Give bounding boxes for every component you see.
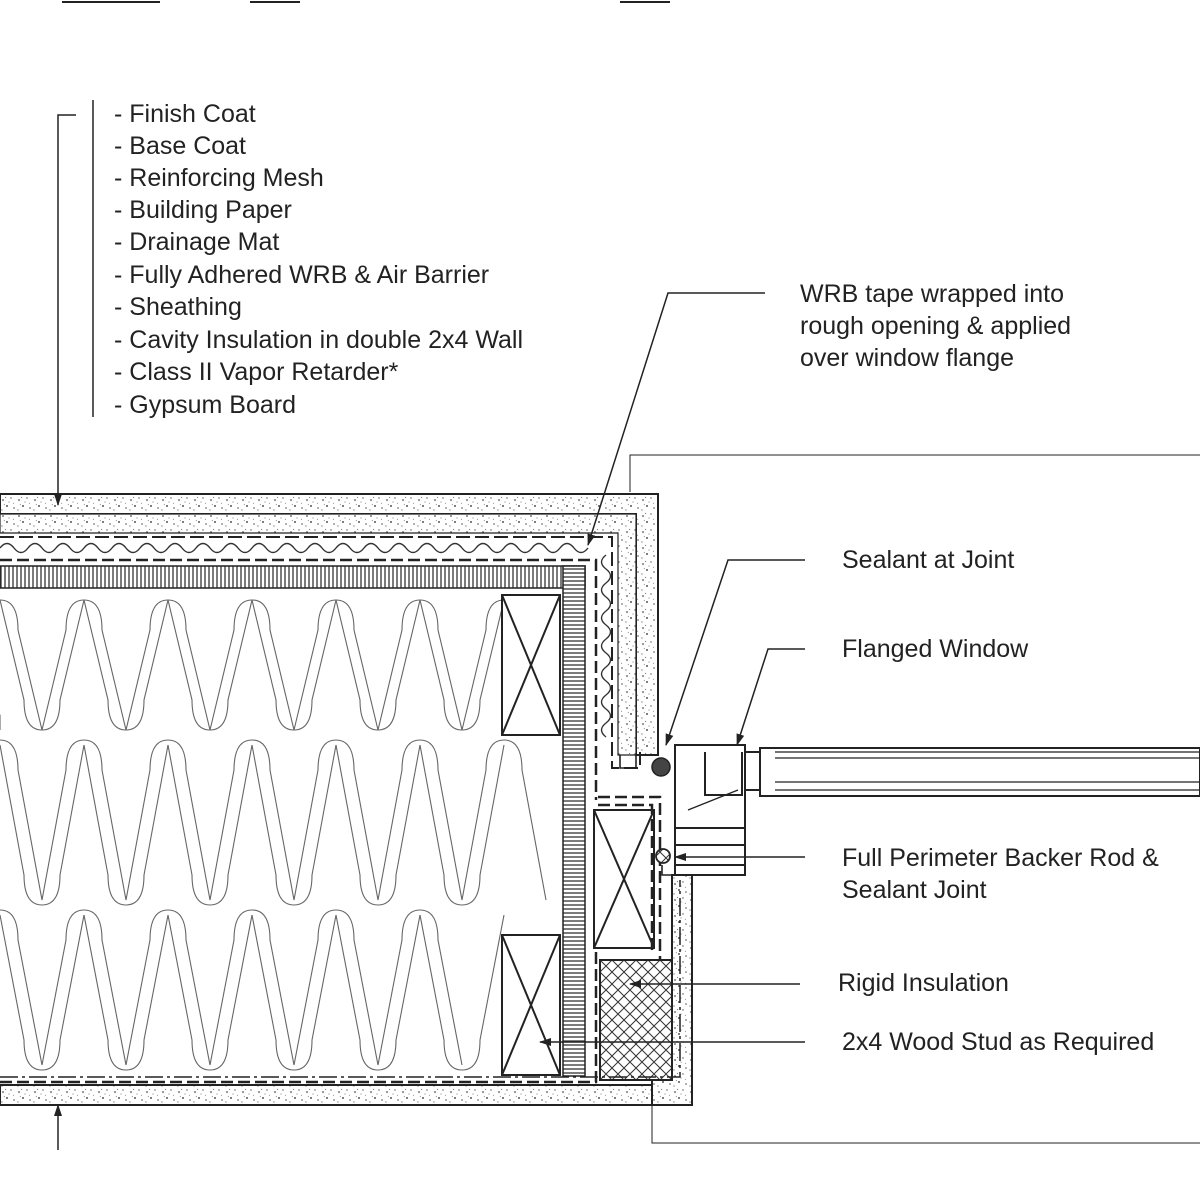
layer-item: - Fully Adhered WRB & Air Barrier — [114, 261, 489, 289]
layer-list: - Finish Coat - Base Coat - Reinforcing … — [114, 100, 523, 419]
sheathing-right — [562, 565, 586, 1077]
sill-wrb-tape — [598, 795, 662, 960]
layer-item: - Reinforcing Mesh — [114, 164, 324, 192]
layer-item: - Drainage Mat — [114, 228, 279, 256]
layer-item: - Base Coat — [114, 132, 246, 160]
callout-wrb-tape-line: over window flange — [800, 344, 1014, 372]
callout-wrb-tape-line: rough opening & applied — [800, 312, 1071, 340]
layer-item: - Gypsum Board — [114, 391, 296, 419]
vapor-retarder — [0, 880, 681, 1078]
callout-wrb-tape-line: WRB tape wrapped into — [800, 280, 1064, 308]
wrb-air-barrier — [0, 558, 598, 1084]
callout-backer-rod: Full Perimeter Backer Rod & Sealant Join… — [842, 844, 1159, 904]
flanged-window — [674, 744, 1200, 876]
callout-wrb-tape: WRB tape wrapped into rough opening & ap… — [800, 280, 1071, 372]
drainage-mat — [0, 542, 612, 738]
gypsum-board-bottom — [0, 1084, 653, 1106]
callout-wood-stud: 2x4 Wood Stud as Required — [842, 1028, 1154, 1056]
sealant-bead — [651, 757, 671, 777]
layer-item: - Class II Vapor Retarder* — [114, 358, 399, 386]
wall-stud-upper — [501, 594, 561, 736]
layer-item: - Cavity Insulation in double 2x4 Wall — [114, 326, 523, 354]
callout-sealant-joint: Sealant at Joint — [842, 546, 1014, 574]
cavity-insulation — [0, 599, 547, 1071]
callout-backer-rod-line: Full Perimeter Backer Rod & — [842, 844, 1159, 872]
layer-item: - Building Paper — [114, 196, 292, 224]
callout-backer-rod-line: Sealant Joint — [842, 876, 987, 904]
wall-assembly — [0, 493, 693, 1106]
callout-flanged-window: Flanged Window — [842, 635, 1029, 663]
stucco-inner-band — [0, 513, 637, 756]
wall-stud-lower — [501, 934, 561, 1076]
layer-item: - Finish Coat — [114, 100, 256, 128]
layer-item: - Sheathing — [114, 293, 242, 321]
callout-rigid-insulation: Rigid Insulation — [838, 969, 1009, 997]
sheathing-top — [0, 565, 586, 589]
rigid-insulation — [599, 959, 673, 1081]
backer-rod — [655, 848, 671, 864]
leader-lines — [54, 100, 1200, 1150]
rough-opening-stud — [593, 809, 655, 949]
building-paper — [0, 536, 641, 769]
